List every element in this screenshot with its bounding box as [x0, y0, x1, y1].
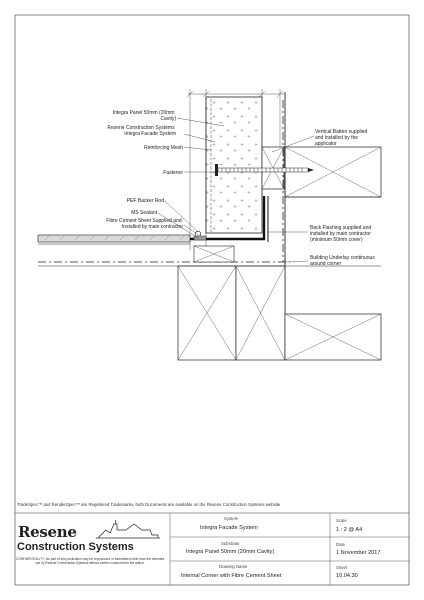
label-fastener: Fastener	[163, 170, 183, 176]
company-logo-subtitle: Construction Systems	[17, 541, 134, 553]
title-block-grid	[169, 513, 409, 585]
back-flashing	[188, 196, 266, 241]
date-caption: Date	[336, 542, 346, 547]
system-caption: System	[224, 516, 239, 521]
trademark-note: TradeSpec™ and RenderSpec™ are Registere…	[17, 502, 281, 507]
label-fibre-cement: Fibre Cement Sheet Supplied and Installe…	[106, 218, 183, 230]
label-vertical-batten: Vertical Batten supplied and installed b…	[315, 129, 369, 147]
label-resene-system: Resene Construction Systems Integra Faca…	[107, 125, 176, 137]
label-reinforcing-mesh: Reinforcing Mesh	[144, 145, 183, 151]
drawing-name-value: Internal Corner with Fibre Cement Sheet	[181, 573, 282, 579]
company-logo-word: Resene	[18, 523, 77, 541]
drawing-name-caption: Drawing Name	[219, 564, 248, 569]
label-integra-panel: Integra Panel 50mm (20mm Cavity)	[113, 110, 177, 122]
substrate-caption: Substrate	[221, 541, 240, 546]
leader-lines	[157, 117, 315, 263]
label-ms-sealant: MS Sealant	[131, 210, 157, 216]
label-pef-backer-rod: PEF Backer Rod	[127, 198, 164, 204]
integra-panel	[205, 96, 263, 234]
sheet-caption: Sheet	[336, 565, 348, 570]
fastener	[215, 164, 314, 176]
substrate-value: Integra Panel 50mm (20mm Cavity)	[186, 549, 275, 555]
confidentiality-notice: CONFIDENTIALITY: No part of this publica…	[15, 557, 165, 565]
drawing-border	[14, 14, 410, 586]
resene-logo-skyline	[96, 520, 160, 539]
label-back-flashing: Back Flashing supplied and installed by …	[310, 225, 373, 243]
fibre-cement-sheet	[37, 234, 191, 243]
scale-value: 1 : 2 @ A4	[336, 527, 363, 533]
scale-caption: Scale	[336, 518, 347, 523]
label-building-underlay: Building Underlay continuous around corn…	[310, 255, 376, 267]
date-value: 1 November 2017	[336, 550, 381, 556]
sheet-value: 10.04.30	[336, 573, 358, 579]
system-value: Integra Facade System	[200, 525, 258, 531]
